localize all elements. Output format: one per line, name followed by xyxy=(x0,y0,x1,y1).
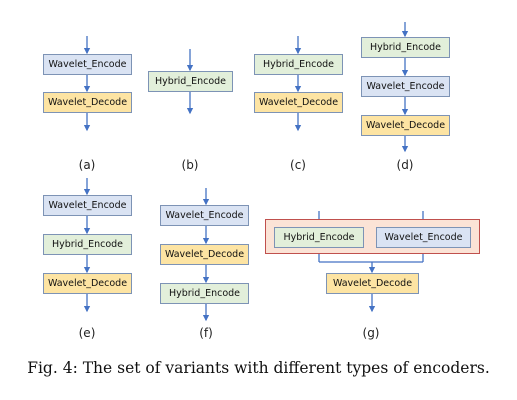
variant-a-wavelet-decode-block: Wavelet_Decode xyxy=(43,92,132,113)
variant-g-wavelet-encode-block: Wavelet_Encode xyxy=(376,227,471,248)
variant-f-hybrid-encode-block: Hybrid_Encode xyxy=(160,283,249,304)
variant-a-label: (a) xyxy=(78,158,96,172)
variant-d-wavelet-decode-block: Wavelet_Decode xyxy=(361,115,450,136)
variant-e-hybrid-encode-block: Hybrid_Encode xyxy=(43,234,132,255)
variant-f-wavelet-encode-block: Wavelet_Encode xyxy=(160,205,249,226)
variant-e-label: (e) xyxy=(78,326,96,340)
variant-b-label: (b) xyxy=(181,158,199,172)
variant-c-wavelet-decode-block: Wavelet_Decode xyxy=(254,92,343,113)
variant-g-label: (g) xyxy=(362,326,380,340)
variant-g-wavelet-decode-block: Wavelet_Decode xyxy=(326,273,419,294)
variant-f-wavelet-decode-block: Wavelet_Decode xyxy=(160,244,249,265)
variant-a-wavelet-encode-block: Wavelet_Encode xyxy=(43,54,132,75)
variant-f-label: (f) xyxy=(199,326,213,340)
variant-e-wavelet-decode-block: Wavelet_Decode xyxy=(43,273,132,294)
variant-c-label: (c) xyxy=(290,158,306,172)
figure-caption: Fig. 4: The set of variants with differe… xyxy=(27,359,490,377)
variant-g-hybrid-encode-block: Hybrid_Encode xyxy=(274,227,364,248)
variant-d-label: (d) xyxy=(396,158,414,172)
variant-c-hybrid-encode-block: Hybrid_Encode xyxy=(254,54,343,75)
variant-d-hybrid-encode-block: Hybrid_Encode xyxy=(361,37,450,58)
variant-b-hybrid-encode-block: Hybrid_Encode xyxy=(148,71,233,92)
variant-e-wavelet-encode-block: Wavelet_Encode xyxy=(43,195,132,216)
variant-d-wavelet-encode-block: Wavelet_Encode xyxy=(361,76,450,97)
